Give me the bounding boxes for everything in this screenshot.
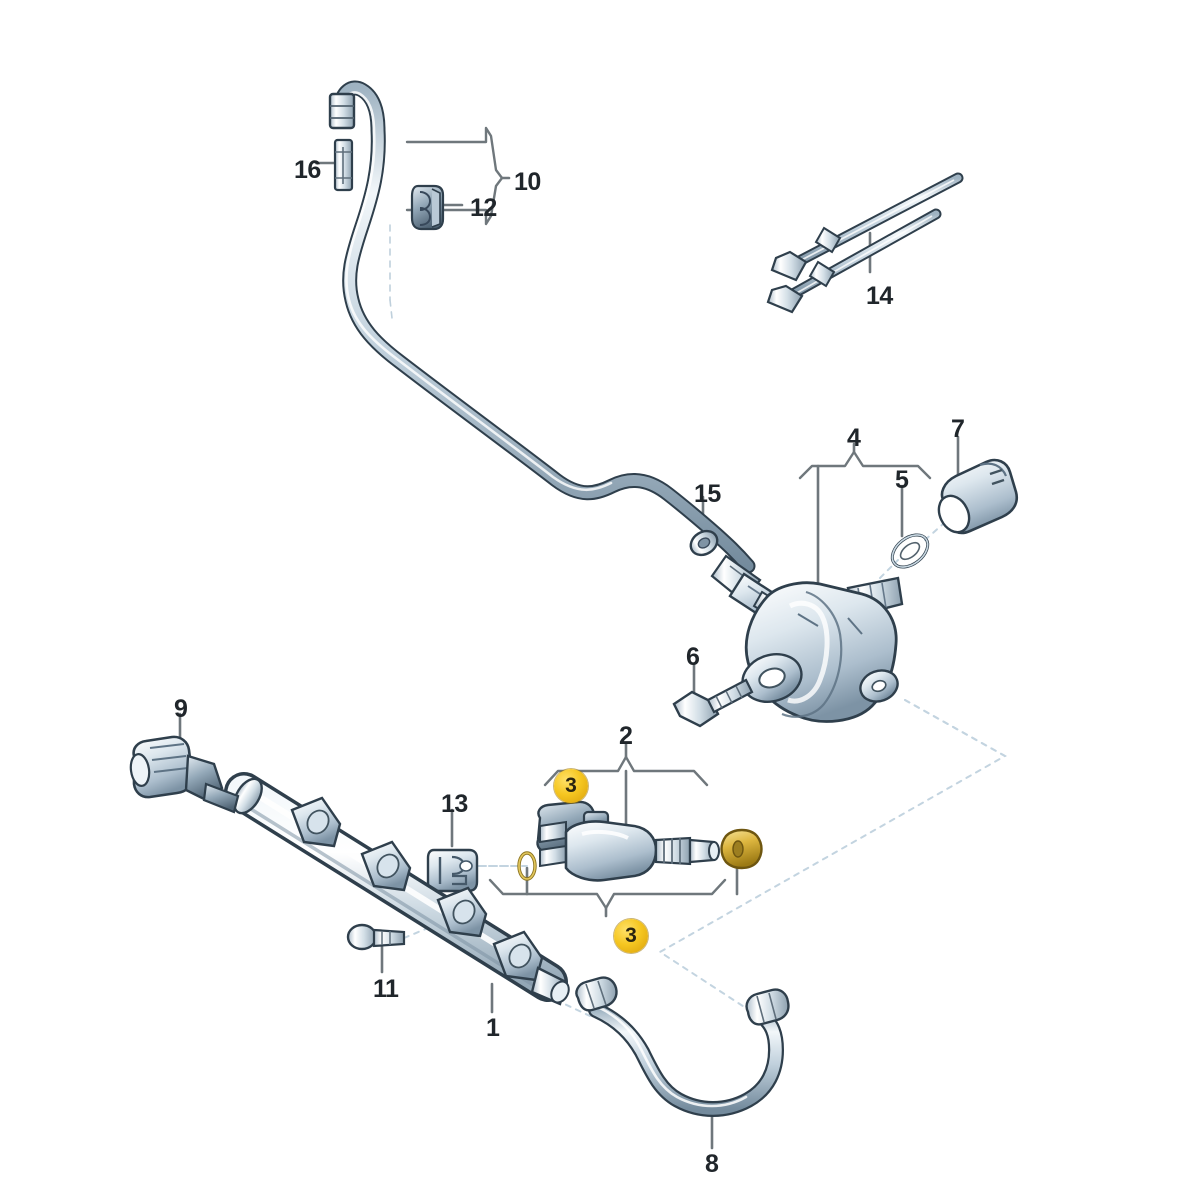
callout-15: 15 — [694, 480, 721, 508]
hp-line-highlight — [596, 1005, 748, 1108]
service-badge-upper: 3 — [554, 769, 588, 803]
callout-1: 1 — [486, 1014, 500, 1042]
hose-tube-body — [335, 82, 754, 572]
injector-nozzle — [654, 836, 720, 866]
bracket-3-lower — [488, 878, 727, 910]
fuel-rail-bolt-part — [346, 923, 406, 951]
rail-injector-cup-4 — [492, 930, 544, 982]
callout-12: 11 — [373, 975, 399, 1003]
fuel-rail-end-fitting-right — [530, 966, 570, 1006]
injector-retaining-clip-part — [426, 848, 479, 893]
high-pressure-fuel-pump — [728, 572, 904, 723]
stud-upper — [770, 172, 964, 282]
fuel-rail — [224, 772, 570, 1006]
dash-pump-to-line2 — [904, 699, 1006, 757]
injector-side-port-top — [539, 820, 567, 844]
callout-13: 14 — [866, 282, 893, 310]
fuel-supply-hose — [328, 80, 762, 604]
hp-line-union-left — [575, 976, 618, 1012]
hose-connector-seal-part — [689, 529, 719, 557]
callout-9: 9 — [174, 695, 188, 723]
callout-7: 7 — [951, 415, 965, 443]
callout-6: 6 — [686, 643, 700, 671]
hose-top-connector — [328, 92, 356, 130]
pump-mounting-boss-left — [741, 653, 803, 703]
callout-8: 8 — [705, 1150, 719, 1178]
injector-body — [564, 820, 658, 882]
hose-retaining-clip-part — [410, 184, 445, 231]
pump-mounting-boss-right — [859, 669, 899, 703]
rail-injector-cup-2 — [360, 840, 412, 892]
injector-teflon-seal-right — [720, 828, 763, 870]
hose-inline-filter-part — [333, 138, 354, 192]
stud-lower — [766, 208, 942, 314]
pump-body-highlight — [787, 600, 830, 704]
rail-injector-cup-3 — [436, 886, 488, 938]
rail-mounting-studs — [766, 172, 964, 314]
align-dash-clip-low — [389, 299, 393, 319]
callout-14: 13 — [441, 790, 468, 818]
service-badge-lower: 3 — [614, 919, 648, 953]
fuel-rail-end-cap-left — [233, 777, 263, 815]
bracket-4 — [798, 450, 932, 480]
injector-o-ring-left — [517, 851, 537, 881]
injector-body-highlight — [581, 829, 629, 840]
rail-injector-cup-1 — [290, 796, 342, 848]
hose-highlight — [341, 91, 613, 492]
pump-mounting-bolt-part — [672, 678, 754, 728]
callout-10: 10 — [514, 168, 541, 196]
pump-rib-2 — [847, 617, 863, 635]
pump-body-shade — [781, 590, 843, 718]
callout-16: 16 — [294, 156, 321, 184]
hp-line-union-right — [745, 988, 790, 1026]
callout-5: 5 — [895, 466, 909, 494]
hose-tube-outline — [333, 80, 756, 574]
callout-11: 12 — [470, 194, 497, 222]
electrical-connector-part — [937, 458, 1019, 535]
fuel-injector — [517, 800, 763, 882]
pump-o-ring-part — [890, 533, 930, 569]
high-pressure-fuel-line — [575, 976, 790, 1117]
callout-4: 4 — [847, 424, 861, 452]
callout-2: 2 — [619, 722, 633, 750]
fuel-pressure-sensor — [129, 735, 240, 814]
injector-side-port-bot — [539, 844, 567, 868]
pump-rib-1 — [797, 613, 819, 627]
